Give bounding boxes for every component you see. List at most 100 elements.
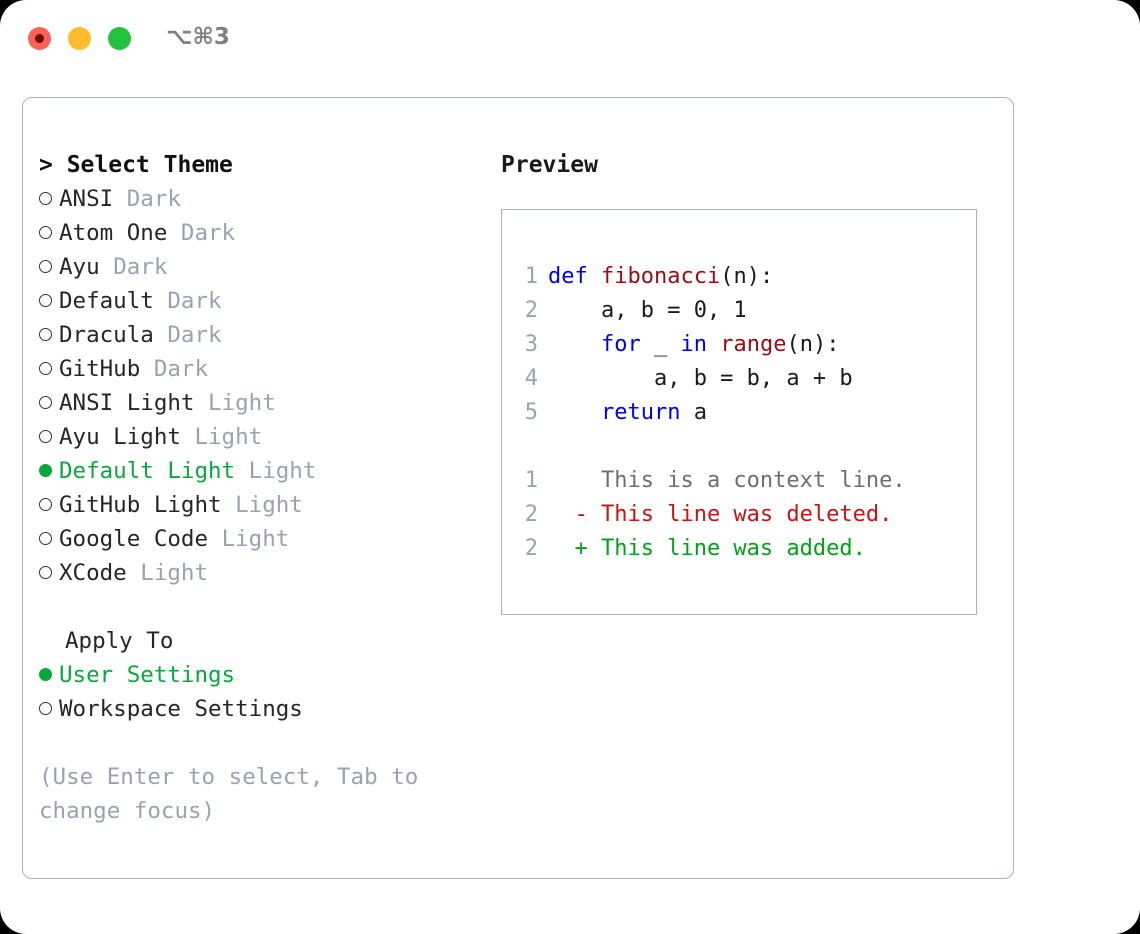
theme-list-item[interactable]: Dracula Dark <box>39 318 499 352</box>
radio-unselected-icon <box>39 522 59 556</box>
theme-kind-label: Dark <box>180 220 236 246</box>
theme-name: ANSI Light <box>59 390 195 416</box>
theme-list-item[interactable]: ANSI Light Light <box>39 386 499 420</box>
radio-unselected-icon <box>39 318 59 352</box>
code-token: a <box>680 400 707 425</box>
radio-unselected-icon <box>39 692 59 726</box>
code-line: 2 a, b = 0, 1 <box>516 294 966 328</box>
line-number: 1 <box>524 264 538 289</box>
code-token: fibonacci <box>600 264 721 289</box>
minimize-window-button[interactable] <box>68 27 91 50</box>
code-line: 4 a, b = b, a + b <box>516 362 966 396</box>
apply-to-label: User Settings <box>59 662 236 688</box>
radio-unselected-icon <box>39 182 59 216</box>
line-number: 5 <box>524 400 538 425</box>
theme-name: XCode <box>59 560 127 586</box>
keyboard-hint-text: (Use Enter to select, Tab to change focu… <box>39 764 419 824</box>
diff-line-text: + This line was added. <box>548 536 866 561</box>
code-line: 1 def fibonacci(n): <box>516 260 966 294</box>
theme-kind-label: Light <box>221 526 290 552</box>
apply-to-label: Workspace Settings <box>59 696 303 722</box>
line-number: 3 <box>524 332 538 357</box>
theme-list-item[interactable]: Atom One Dark <box>39 216 499 250</box>
radio-unselected-icon <box>39 284 59 318</box>
diff-line: 2 - This line was deleted. <box>516 498 966 532</box>
select-theme-heading: > Select Theme <box>39 152 233 178</box>
theme-list-item[interactable]: Ayu Dark <box>39 250 499 284</box>
code-token <box>707 332 720 357</box>
code-token: _ <box>640 332 681 357</box>
maximize-window-button[interactable] <box>108 27 131 50</box>
theme-kind-label: Dark <box>167 288 222 314</box>
radio-selected-icon <box>39 454 59 488</box>
theme-kind-label: Light <box>208 390 276 416</box>
line-number: 2 <box>524 502 538 527</box>
theme-name: ANSI <box>59 186 114 212</box>
code-token: a, b = b, a + b <box>548 366 853 391</box>
theme-name: Ayu Light <box>59 424 181 450</box>
code-line: 5 return a <box>516 396 966 430</box>
theme-list-item[interactable]: XCode Light <box>39 556 499 590</box>
apply-to-option[interactable]: Workspace Settings <box>39 692 499 726</box>
radio-unselected-icon <box>39 216 59 250</box>
theme-name: Atom One <box>59 220 168 246</box>
code-token <box>548 400 601 425</box>
recording-indicator-icon <box>35 34 44 43</box>
radio-unselected-icon <box>39 556 59 590</box>
theme-kind-label: Dark <box>167 322 222 348</box>
radio-selected-icon <box>39 658 59 692</box>
radio-unselected-icon <box>39 250 59 284</box>
theme-name: Google Code <box>59 526 209 552</box>
theme-name: Ayu <box>59 254 100 280</box>
theme-name: Default <box>59 288 154 314</box>
keyboard-shortcut-label: ⌥⌘3 <box>166 24 230 50</box>
theme-name: Dracula <box>59 322 154 348</box>
code-token <box>548 332 601 357</box>
code-token: return <box>600 400 681 425</box>
theme-list-item[interactable]: GitHub Light Light <box>39 488 499 522</box>
radio-unselected-icon <box>39 352 59 386</box>
diff-line: 2 + This line was added. <box>516 532 966 566</box>
line-number: 4 <box>524 366 538 391</box>
theme-list-item[interactable]: ANSI Dark <box>39 182 499 216</box>
title-bar: ⌥⌘3 <box>0 0 1140 78</box>
theme-list-item[interactable]: Ayu Light Light <box>39 420 499 454</box>
line-number: 2 <box>524 536 538 561</box>
apply-to-heading: Apply To <box>65 628 174 654</box>
code-token: for <box>600 332 641 357</box>
theme-kind-label: Dark <box>153 356 209 382</box>
diff-line-text: - This line was deleted. <box>548 502 893 527</box>
theme-kind-label: Dark <box>113 254 168 280</box>
diff-line-text: This is a context line. <box>548 468 906 493</box>
theme-list-item[interactable]: Google Code Light <box>39 522 499 556</box>
radio-unselected-icon <box>39 488 59 522</box>
theme-kind-label: Light <box>194 424 263 450</box>
code-token: range <box>720 332 787 357</box>
code-token: (n): <box>720 264 774 289</box>
theme-kind-label: Light <box>235 492 303 518</box>
line-number: 1 <box>524 468 538 493</box>
theme-kind-label: Dark <box>126 186 181 212</box>
code-line: 3 for _ in range(n): <box>516 328 966 362</box>
theme-list-item[interactable]: Default Light Light <box>39 454 499 488</box>
theme-name: GitHub Light <box>59 492 222 518</box>
theme-name: Default Light <box>59 458 236 484</box>
code-token: def <box>548 264 601 289</box>
line-number: 2 <box>524 298 538 323</box>
theme-list-item[interactable]: GitHub Dark <box>39 352 499 386</box>
theme-list-item[interactable]: Default Dark <box>39 284 499 318</box>
code-diff-separator <box>516 430 966 464</box>
theme-name: GitHub <box>59 356 141 382</box>
radio-unselected-icon <box>39 386 59 420</box>
theme-kind-label: Light <box>248 458 317 484</box>
apply-to-option[interactable]: User Settings <box>39 658 499 692</box>
radio-unselected-icon <box>39 420 59 454</box>
